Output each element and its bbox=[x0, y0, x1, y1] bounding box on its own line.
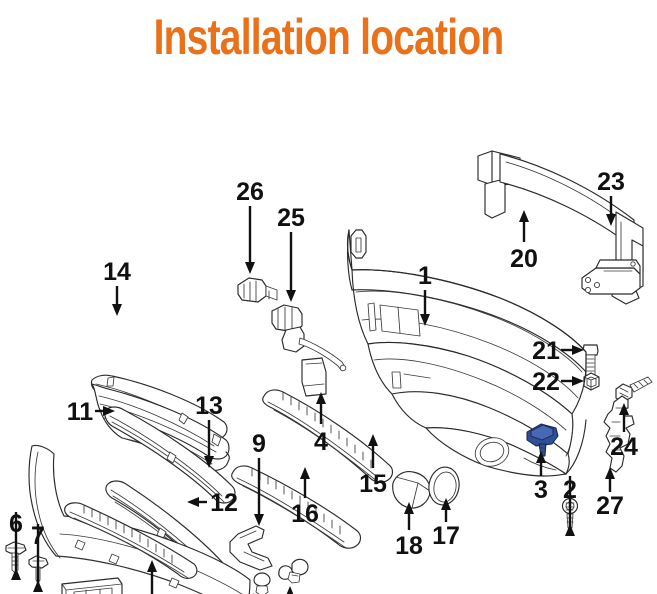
callout-label-1: 1 bbox=[418, 262, 432, 290]
callout-15: 15 bbox=[359, 434, 387, 498]
part-bumper-cover bbox=[347, 229, 587, 477]
parts-diagram: 1 20 23 21 bbox=[0, 72, 657, 594]
parts-diagram-svg: 1 20 23 21 bbox=[5, 150, 653, 594]
callout-2: 2 bbox=[563, 476, 577, 536]
callout-13: 13 bbox=[195, 392, 223, 468]
callout-6: 6 bbox=[9, 510, 23, 580]
callout-label-4: 4 bbox=[314, 428, 328, 456]
callout-label-26: 26 bbox=[236, 178, 264, 206]
callout-3: 3 bbox=[534, 451, 548, 504]
callout-label-11: 11 bbox=[67, 398, 94, 426]
page-title: Installation location bbox=[153, 9, 505, 65]
callout-label-6: 6 bbox=[9, 510, 23, 538]
callout-label-22: 22 bbox=[532, 368, 560, 396]
callout-label-16: 16 bbox=[291, 500, 319, 528]
callout-label-17: 17 bbox=[432, 522, 460, 550]
callout-21: 21 bbox=[532, 337, 584, 365]
callout-12: 12 bbox=[187, 489, 238, 517]
part-temperature-sensor bbox=[271, 304, 347, 372]
part-upper-molding bbox=[104, 406, 236, 504]
callout-label-12: 12 bbox=[210, 489, 238, 517]
callout-17: 17 bbox=[432, 498, 460, 550]
part-push-pin-clip-8 bbox=[253, 572, 271, 594]
part-nut bbox=[583, 372, 600, 391]
callout-24: 24 bbox=[610, 403, 638, 461]
part-retainer-clip-highlighted bbox=[526, 423, 559, 457]
callout-11: 11 bbox=[67, 398, 115, 426]
callout-16: 16 bbox=[291, 467, 319, 528]
part-lower-grille-molding bbox=[64, 502, 198, 579]
part-bracket-4 bbox=[301, 357, 327, 397]
callout-label-3: 3 bbox=[534, 476, 548, 504]
callout-22: 22 bbox=[532, 368, 584, 396]
part-grille-insert-16 bbox=[231, 465, 362, 549]
callout-20: 20 bbox=[510, 210, 538, 273]
callout-4: 4 bbox=[314, 392, 328, 456]
callout-5: 5 bbox=[147, 560, 157, 594]
callout-label-15: 15 bbox=[359, 470, 387, 498]
part-grille-insert-15 bbox=[262, 389, 394, 483]
callout-10: 10 bbox=[286, 586, 294, 594]
callout-label-25: 25 bbox=[277, 204, 305, 232]
callout-label-23: 23 bbox=[597, 168, 625, 196]
callout-label-7: 7 bbox=[31, 522, 45, 550]
callout-label-18: 18 bbox=[395, 532, 423, 560]
callout-label-21: 21 bbox=[532, 337, 560, 365]
callout-label-13: 13 bbox=[195, 392, 223, 420]
callout-label-24: 24 bbox=[610, 433, 638, 461]
callout-label-20: 20 bbox=[510, 245, 538, 273]
callout-label-9: 9 bbox=[252, 430, 266, 458]
callout-9: 9 bbox=[252, 430, 266, 526]
callout-14: 14 bbox=[103, 258, 131, 316]
callout-25: 25 bbox=[277, 204, 305, 302]
callout-26: 26 bbox=[236, 178, 264, 274]
callout-1: 1 bbox=[418, 262, 432, 326]
part-sensor-connector bbox=[237, 277, 278, 303]
part-tow-eye-cover-panel bbox=[61, 577, 123, 594]
part-mounting-bracket bbox=[581, 259, 641, 295]
callout-label-2: 2 bbox=[563, 476, 577, 504]
part-fog-lamp-cover bbox=[392, 470, 431, 509]
callout-23: 23 bbox=[597, 168, 625, 226]
part-fog-lamp-trim-ring bbox=[428, 466, 460, 506]
part-lower-valance bbox=[28, 444, 255, 594]
callout-27: 27 bbox=[596, 467, 624, 520]
callout-label-14: 14 bbox=[103, 258, 131, 286]
part-reinforcement-strip bbox=[229, 525, 273, 571]
callout-18: 18 bbox=[395, 502, 423, 560]
part-push-pin-clip-10 bbox=[278, 558, 309, 584]
callout-label-27: 27 bbox=[596, 492, 624, 520]
callout-7: 7 bbox=[31, 522, 45, 592]
